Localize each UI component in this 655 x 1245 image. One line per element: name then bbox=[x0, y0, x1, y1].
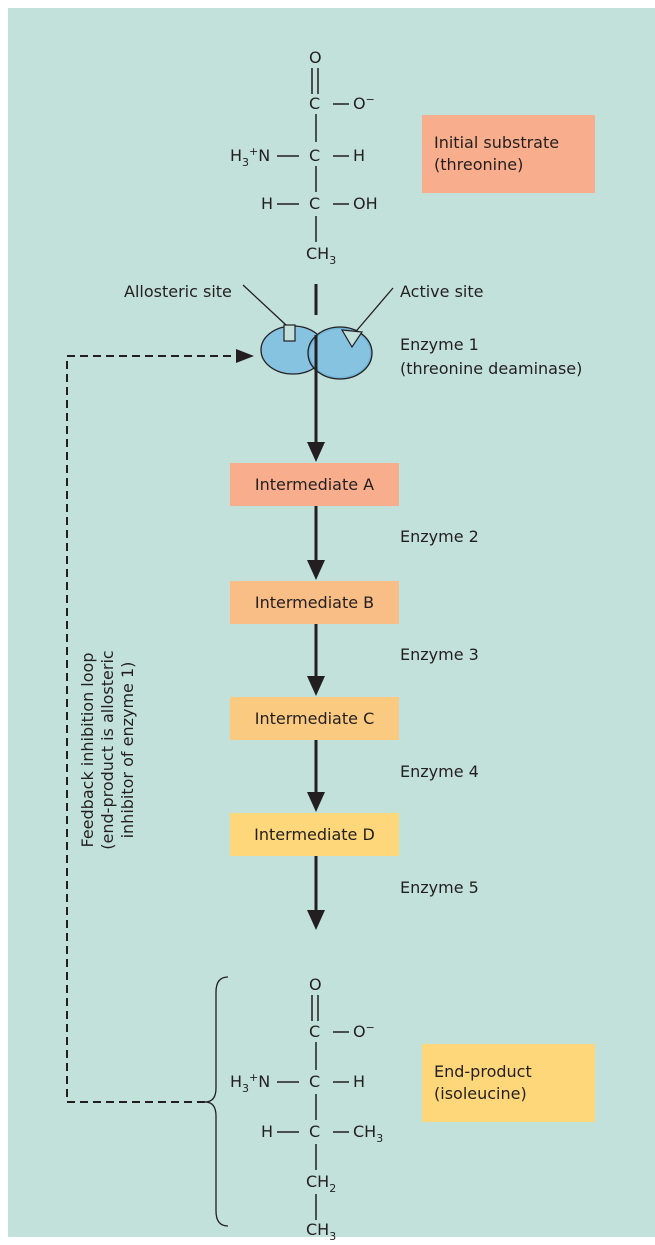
enzyme5-label: Enzyme 5 bbox=[400, 878, 479, 897]
feedback-line2: (end-product is allosteric bbox=[98, 650, 117, 850]
enzyme3-label: Enzyme 3 bbox=[400, 645, 479, 664]
product-brace bbox=[204, 976, 229, 1227]
substrate-methyl: CH3 bbox=[306, 244, 337, 268]
product-beta-h: H bbox=[261, 1122, 274, 1141]
initial-substrate-line2: (threonine) bbox=[434, 155, 524, 174]
product-bonds bbox=[277, 995, 349, 1220]
product-methyl1: CH3 bbox=[353, 1122, 384, 1146]
product-amino-group: H3+N bbox=[230, 1071, 271, 1095]
allosteric-pointer bbox=[242, 284, 287, 326]
enzyme1-name: Enzyme 1 bbox=[400, 335, 479, 354]
allosteric-site-notch bbox=[283, 324, 296, 342]
substrate-amino-group: H3+N bbox=[230, 145, 271, 169]
product-beta-c: C bbox=[309, 1122, 321, 1141]
product-methyl2: CH3 bbox=[306, 1220, 337, 1244]
intermediate-a-box: Intermediate A bbox=[230, 463, 399, 506]
substrate-carboxyl-c: C bbox=[309, 94, 321, 113]
enzyme1-shape bbox=[260, 324, 373, 380]
feedback-loop-label: Feedback inhibition loop (end-product is… bbox=[78, 540, 138, 960]
substrate-carbonyl-o: O bbox=[309, 48, 322, 67]
feedback-line1: Feedback inhibition loop bbox=[78, 652, 97, 848]
feedback-line3: inhibitor of enzyme 1) bbox=[118, 661, 137, 839]
substrate-alpha-c: C bbox=[309, 146, 321, 165]
end-product-line2: (isoleucine) bbox=[434, 1084, 527, 1103]
active-site-label: Active site bbox=[400, 282, 484, 301]
substrate-bonds bbox=[277, 68, 349, 242]
product-carbonyl-o: O bbox=[309, 975, 322, 994]
initial-substrate-label: Initial substrate (threonine) bbox=[422, 115, 595, 193]
enzyme2-label: Enzyme 2 bbox=[400, 527, 479, 546]
enzyme4-label: Enzyme 4 bbox=[400, 762, 479, 781]
intermediate-b-box: Intermediate B bbox=[230, 581, 399, 624]
allosteric-site-label: Allosteric site bbox=[124, 282, 232, 301]
feedback-loop-arrow bbox=[66, 349, 254, 1103]
active-site-notch bbox=[340, 329, 364, 349]
substrate-hydroxyl: OH bbox=[353, 194, 378, 213]
enzyme1-description: (threonine deaminase) bbox=[400, 359, 583, 378]
substrate-beta-h: H bbox=[261, 194, 274, 213]
end-product-line1: End-product bbox=[434, 1062, 532, 1081]
initial-substrate-line1: Initial substrate bbox=[434, 133, 560, 152]
product-carboxylate-o: O− bbox=[353, 1021, 375, 1041]
product-alpha-c: C bbox=[309, 1072, 321, 1091]
product-ethyl-ch2: CH2 bbox=[306, 1172, 337, 1196]
substrate-carboxylate-o: O− bbox=[353, 93, 375, 113]
substrate-beta-c: C bbox=[309, 194, 321, 213]
substrate-alpha-h: H bbox=[353, 146, 366, 165]
product-alpha-h: H bbox=[353, 1072, 366, 1091]
product-carboxyl-c: C bbox=[309, 1022, 321, 1041]
intermediate-c-box: Intermediate C bbox=[230, 697, 399, 740]
active-pointer bbox=[351, 287, 394, 337]
intermediate-d-box: Intermediate D bbox=[230, 813, 399, 856]
end-product-label: End-product (isoleucine) bbox=[422, 1044, 595, 1122]
